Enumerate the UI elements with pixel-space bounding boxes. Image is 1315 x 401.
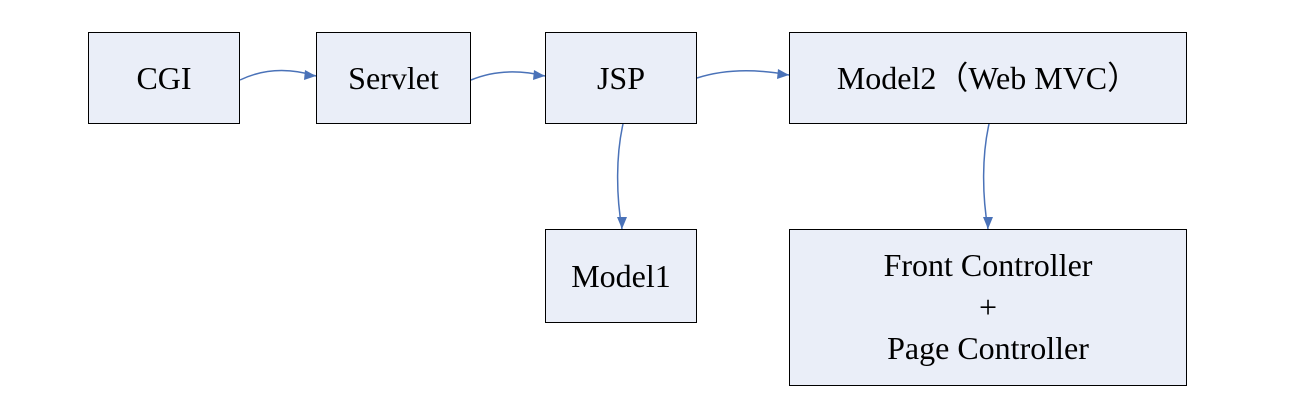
edge-jsp-to-model1 <box>616 123 627 230</box>
node-controllers-plus: + <box>978 288 998 325</box>
node-servlet-label: Servlet <box>348 59 439 96</box>
node-controllers: Front Controller + Page Controller <box>789 229 1187 386</box>
node-model1: Model1 <box>545 229 697 323</box>
edge-jsp-to-model2 <box>696 69 790 79</box>
node-cgi: CGI <box>88 32 240 124</box>
node-model2-label: Model2（Web MVC） <box>836 59 1140 96</box>
edge-servlet-to-jsp <box>470 70 546 81</box>
node-jsp: JSP <box>545 32 697 124</box>
node-servlet: Servlet <box>316 32 471 124</box>
node-controllers-line1: Front Controller <box>883 247 1093 284</box>
node-jsp-label: JSP <box>596 59 646 96</box>
node-model2: Model2（Web MVC） <box>789 32 1187 124</box>
node-model1-label: Model1 <box>571 257 671 294</box>
node-controllers-line3: Page Controller <box>887 330 1089 367</box>
edge-model2-to-controllers <box>982 123 993 230</box>
edge-cgi-to-servlet <box>239 69 317 81</box>
node-cgi-label: CGI <box>136 59 192 96</box>
